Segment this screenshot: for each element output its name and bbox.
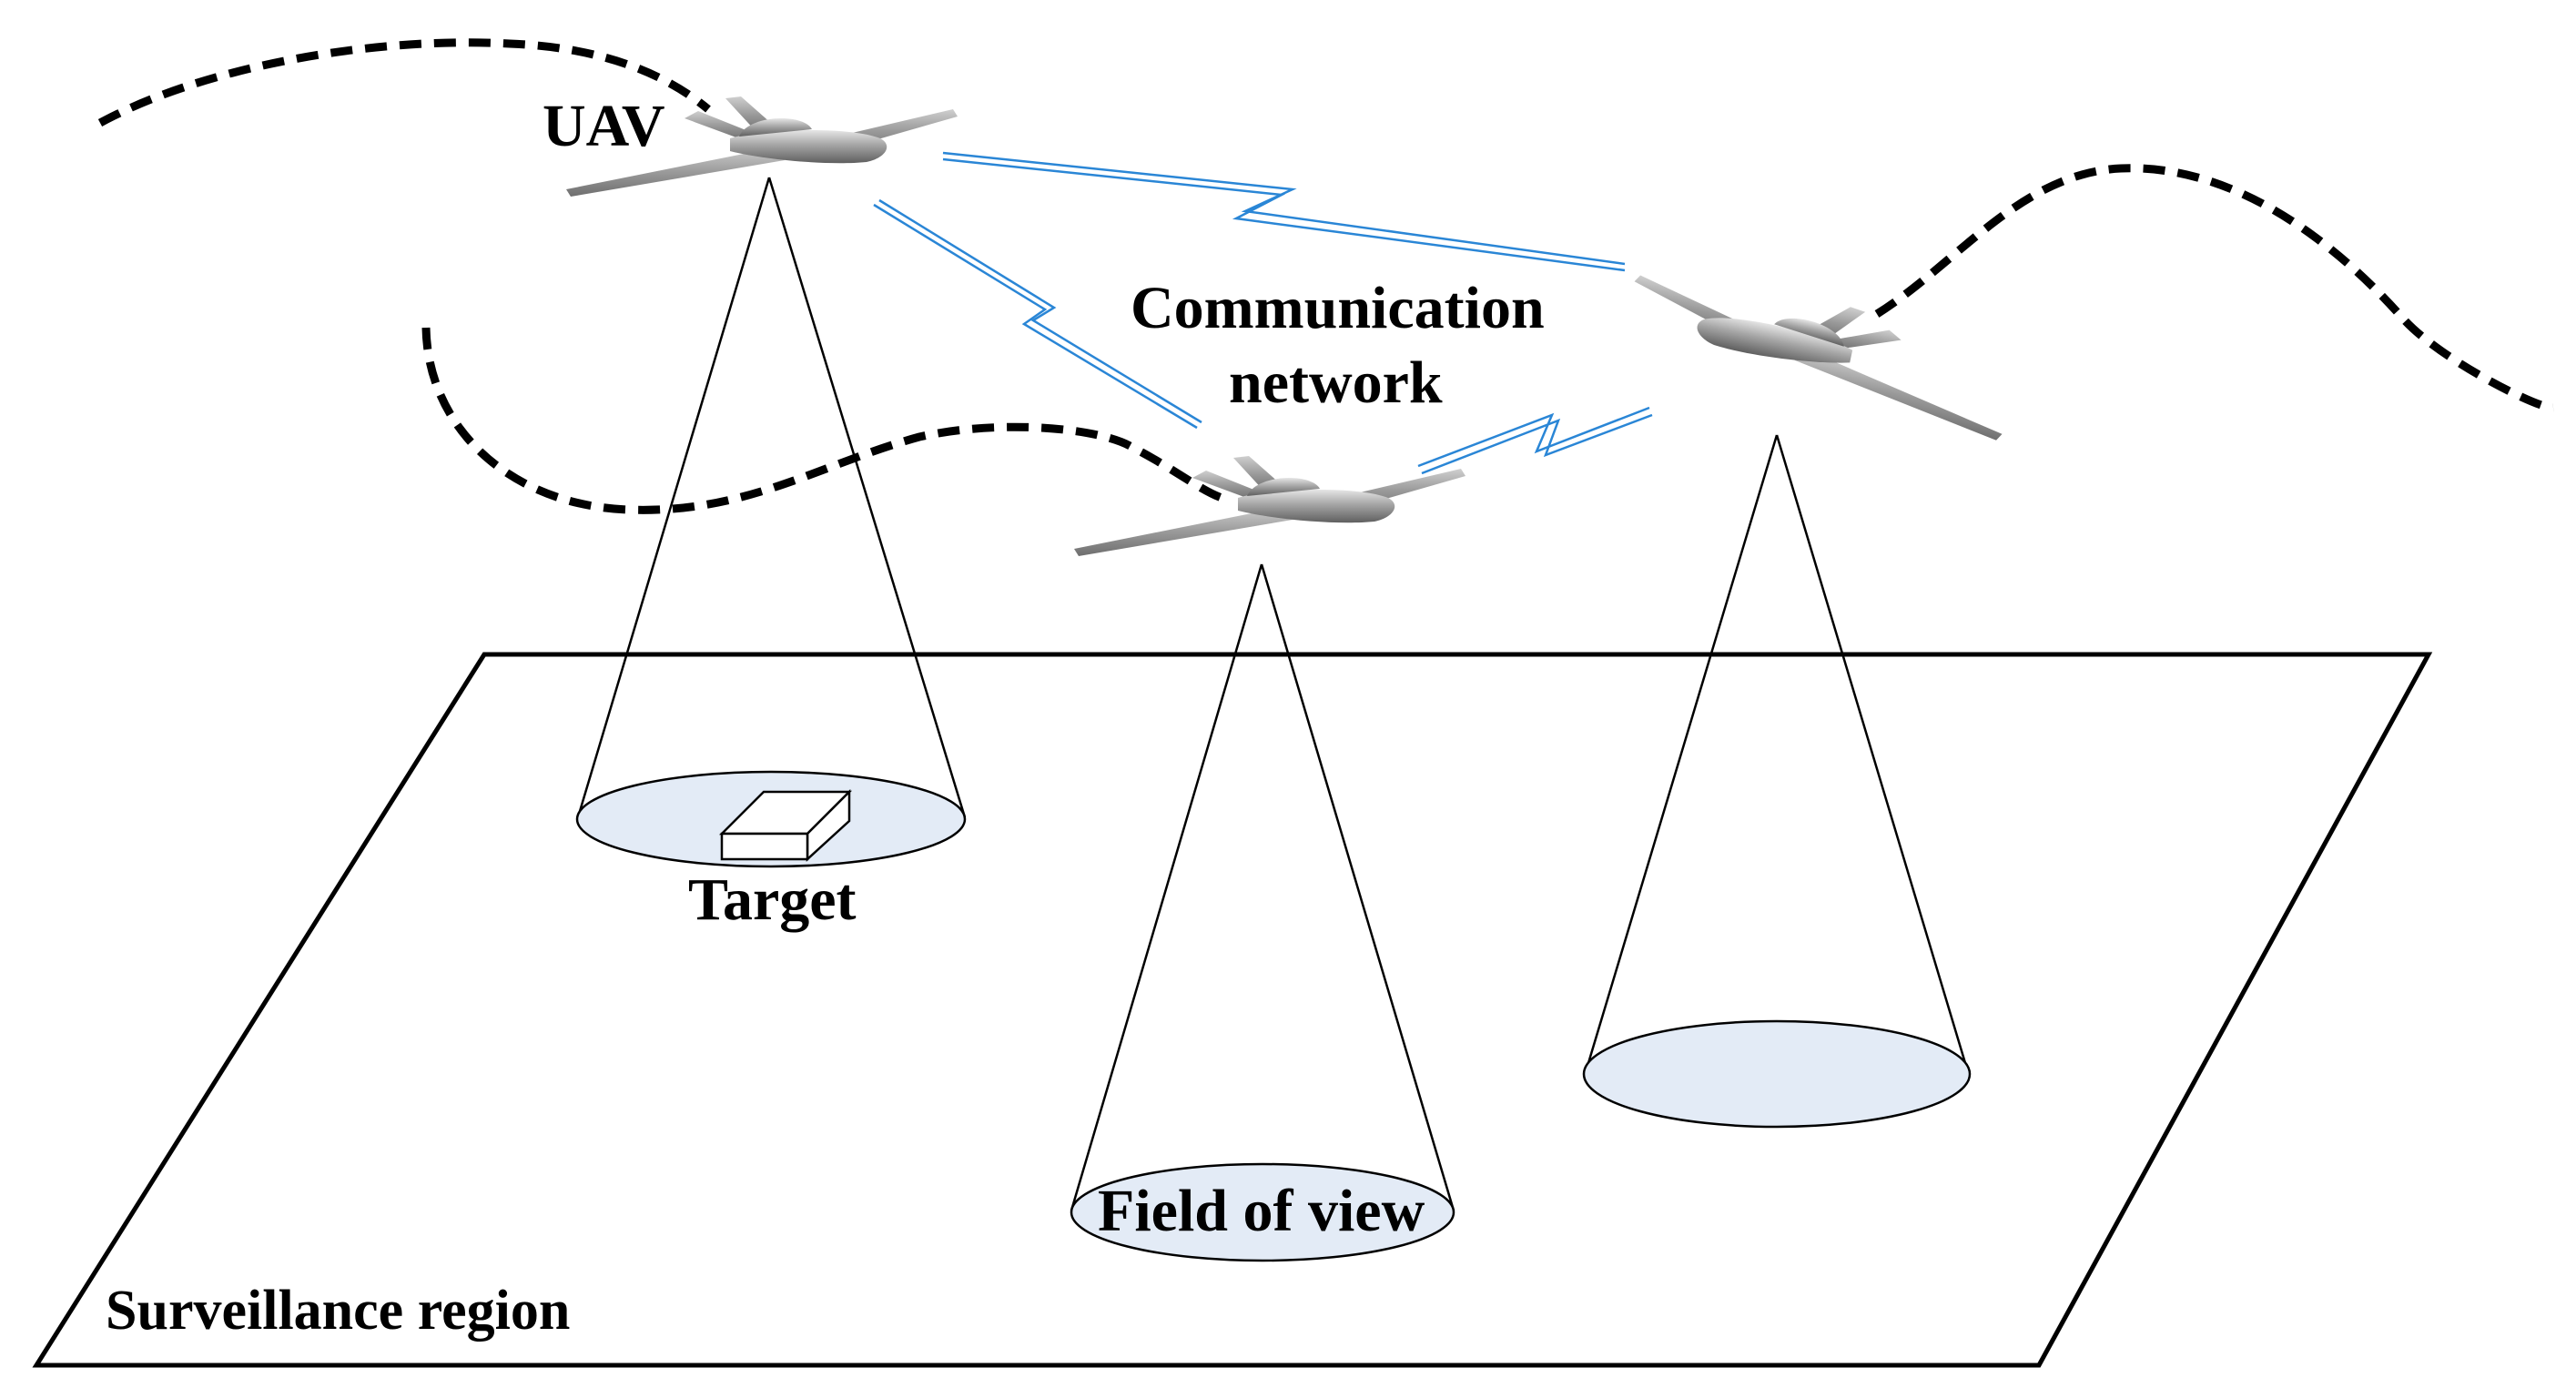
- box-icon: [718, 788, 853, 862]
- link-uav2-uav3: [1417, 406, 1650, 468]
- flight-path-3: [1874, 164, 2554, 412]
- link-uav1-uav2: [873, 203, 1198, 430]
- fov-cone-1: [575, 177, 967, 868]
- surveillance-region: [32, 652, 2433, 1368]
- uav-label: UAV: [543, 93, 664, 159]
- communication-network-label-line1: Communication: [1131, 275, 1545, 341]
- communication-network-label-line2: network: [1229, 350, 1443, 416]
- flight-path-1: [97, 38, 711, 127]
- fov-ellipse-3: [1582, 1019, 1972, 1129]
- fixed-wing-drone-icon: [1074, 456, 1465, 556]
- fov-cone-3: [1582, 434, 1972, 1129]
- fov-cone-2: [1070, 563, 1455, 1262]
- flight-path-2: [421, 327, 1226, 514]
- target-label: Target: [688, 866, 857, 933]
- field-of-view-label: Field of view: [1098, 1178, 1425, 1244]
- fov-ellipse-2: [1070, 1162, 1455, 1262]
- fixed-wing-drone-icon: [1618, 261, 2022, 441]
- communication-links: [873, 151, 1653, 475]
- surveillance-region-label: Surveillance region: [106, 1280, 570, 1342]
